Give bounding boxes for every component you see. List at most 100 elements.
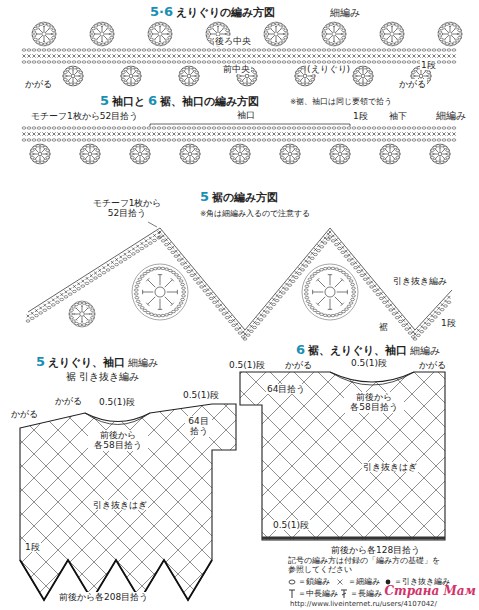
chain-stitch bbox=[161, 240, 165, 242]
single-crochet bbox=[324, 237, 327, 240]
chain-stitch bbox=[412, 49, 416, 51]
chain-stitch bbox=[135, 296, 139, 298]
chain-stitch bbox=[117, 61, 121, 63]
chain-stitch bbox=[42, 139, 46, 141]
motif-ring bbox=[338, 152, 342, 156]
single-crochet bbox=[431, 314, 434, 317]
chain-stitch bbox=[37, 127, 41, 129]
chain-stitch bbox=[97, 61, 101, 63]
chain-stitch bbox=[340, 26, 344, 28]
chain-stitch bbox=[269, 307, 273, 309]
chain-stitch bbox=[122, 49, 126, 51]
treble-stitch bbox=[442, 149, 445, 152]
treble-stitch bbox=[185, 149, 188, 152]
treble-stitch bbox=[43, 37, 45, 42]
chain-stitch bbox=[237, 127, 241, 129]
chain-stitch bbox=[437, 61, 441, 63]
treble-stitch bbox=[96, 28, 100, 32]
chain-stitch bbox=[52, 33, 56, 35]
chain-stitch bbox=[275, 23, 279, 25]
chain-stitch bbox=[102, 139, 106, 141]
chain-stitch bbox=[73, 290, 77, 292]
chain-stitch bbox=[240, 161, 244, 163]
chain-stitch bbox=[327, 267, 331, 269]
single-crochet bbox=[132, 54, 135, 57]
chain-stitch bbox=[152, 127, 156, 129]
chart-label: (えりぐり) bbox=[306, 64, 351, 74]
chain-stitch bbox=[398, 26, 402, 28]
chain-stitch bbox=[386, 145, 390, 147]
treble-stitch bbox=[415, 75, 419, 77]
chain-stitch bbox=[32, 139, 36, 141]
chain-stitch bbox=[182, 139, 186, 141]
treble-stitch bbox=[84, 316, 88, 320]
flower-motif bbox=[230, 144, 251, 164]
chain-stitch bbox=[262, 49, 266, 51]
chain-stitch bbox=[197, 282, 201, 284]
single-crochet bbox=[452, 54, 455, 57]
chain-stitch bbox=[181, 298, 185, 300]
chain-stitch bbox=[387, 49, 391, 51]
treble-stitch bbox=[85, 149, 88, 152]
single-crochet bbox=[207, 288, 210, 291]
chain-stitch bbox=[282, 40, 286, 42]
chain-stitch bbox=[384, 25, 388, 27]
single-crochet bbox=[32, 54, 35, 57]
chain-stitch bbox=[97, 127, 101, 129]
chain-stitch bbox=[147, 49, 151, 51]
chain-stitch bbox=[212, 49, 216, 51]
single-crochet bbox=[402, 54, 405, 57]
treble-stitch bbox=[76, 308, 80, 312]
chain-stitch bbox=[177, 49, 181, 51]
chain-stitch bbox=[377, 139, 381, 141]
chain-stitch bbox=[47, 61, 51, 63]
chain-stitch bbox=[257, 139, 261, 141]
chain-stitch bbox=[400, 29, 404, 31]
single-crochet bbox=[367, 132, 370, 135]
treble-stitch bbox=[42, 156, 45, 159]
chain-stitch bbox=[272, 61, 276, 63]
chain-stitch bbox=[333, 43, 337, 45]
chain-stitch bbox=[57, 49, 61, 51]
chain-stitch bbox=[168, 269, 172, 271]
section-title: 裾の編み方図 bbox=[212, 191, 278, 203]
treble-stitch bbox=[249, 78, 252, 81]
treble-stitch bbox=[362, 70, 364, 74]
chain-stitch bbox=[301, 269, 305, 271]
chain-stitch bbox=[150, 269, 154, 271]
chain-stitch bbox=[62, 61, 66, 63]
motif-ring bbox=[332, 32, 336, 36]
treble-stitch bbox=[249, 75, 253, 77]
chain-stitch bbox=[127, 255, 131, 257]
flower-motif bbox=[438, 22, 462, 46]
chain-stitch bbox=[284, 36, 288, 38]
chain-stitch bbox=[33, 27, 37, 29]
chain-stitch bbox=[354, 267, 358, 269]
single-crochet bbox=[207, 132, 210, 135]
chain-stitch bbox=[257, 61, 261, 63]
treble-stitch bbox=[159, 37, 161, 42]
chart-label: 前後から 各58目拾う bbox=[88, 430, 148, 451]
chain-stitch bbox=[207, 38, 211, 40]
chain-stitch bbox=[290, 145, 294, 147]
chain-stitch bbox=[337, 127, 341, 129]
single-crochet bbox=[92, 132, 95, 135]
flower-motif bbox=[264, 22, 288, 46]
chain-stitch bbox=[282, 292, 286, 294]
single-crochet bbox=[262, 54, 265, 57]
treble-stitch bbox=[184, 153, 188, 155]
motif-grid-line bbox=[0, 392, 48, 610]
chain-stitch bbox=[362, 139, 366, 141]
label-group: 5·6えりぐりの編み方図 bbox=[150, 5, 275, 20]
single-crochet bbox=[235, 323, 238, 326]
single-crochet bbox=[272, 132, 275, 135]
chain-stitch bbox=[437, 312, 441, 314]
single-crochet bbox=[32, 132, 35, 135]
single-crochet bbox=[212, 132, 215, 135]
motif-outline bbox=[63, 66, 83, 86]
chain-stitch bbox=[335, 314, 339, 316]
label-group: 0.5(1)段 bbox=[228, 360, 266, 370]
chain-stitch bbox=[47, 306, 51, 308]
chain-stitch bbox=[240, 145, 244, 147]
chain-stitch bbox=[73, 67, 77, 69]
